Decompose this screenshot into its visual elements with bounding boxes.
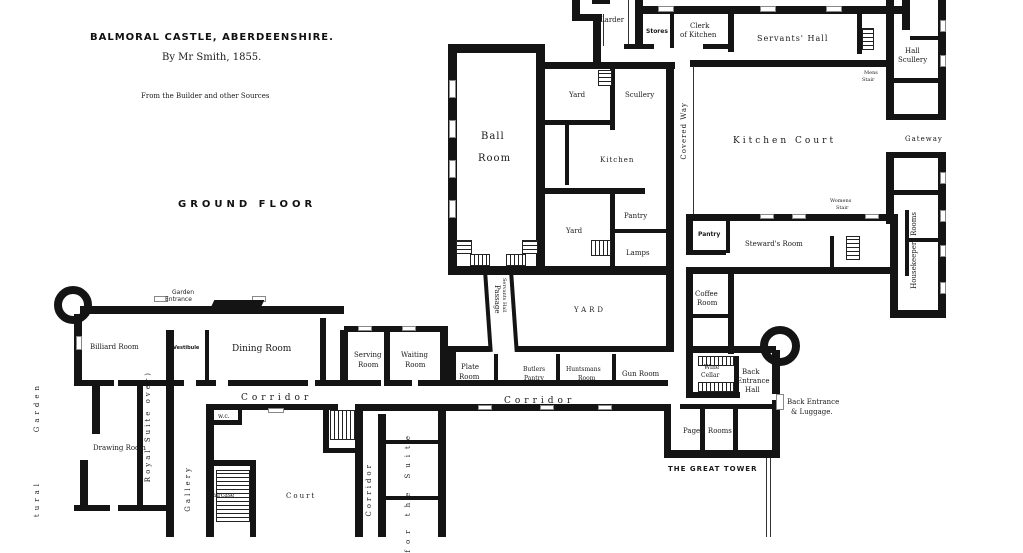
floor-label: GROUND FLOOR — [178, 199, 317, 210]
room-label-wine-1: Wine — [704, 364, 720, 371]
label-passage-2: Servants Hall — [501, 278, 507, 313]
room-label-kitchen: Kitchen — [600, 156, 635, 164]
label-garden-side: Garden — [33, 382, 41, 433]
room-label-back-entrance-hall-2: Entrance — [737, 377, 770, 385]
room-label-clerk-2: of Kitchen — [680, 31, 717, 39]
room-label-stewards-room: Steward's Room — [745, 240, 803, 248]
room-label-serving-2: Room — [358, 361, 379, 369]
label-for-the-suite: for the Suite — [404, 430, 412, 553]
room-label-ball-2: Room — [478, 153, 512, 164]
room-label-plate-1: Plate — [461, 363, 480, 371]
room-label-back-entrance-hall-3: Hall — [745, 386, 760, 394]
label-corridor-right: Corridor — [504, 396, 576, 406]
plan-source: From the Builder and other Sources — [141, 92, 270, 100]
label-royal-suite: Royal Suite over) — [144, 370, 152, 483]
room-label-wc: w.c. — [218, 413, 230, 420]
room-label-pages-rooms: Pages' Rooms — [683, 427, 732, 435]
room-label-servants-hall: Servants' Hall — [757, 34, 829, 43]
room-label-housekeepers-rooms: Housekeepers Rooms — [910, 212, 918, 289]
label-corridor-vertical: Corridor — [365, 462, 373, 517]
room-label-butlers-1: Butlers — [523, 366, 546, 373]
room-label-clerk-1: Clerk — [690, 22, 710, 30]
room-label-court: Court — [286, 492, 317, 500]
plan-byline: By Mr Smith, 1855. — [162, 52, 262, 63]
room-label-hall-scullery-2: Scullery — [898, 56, 928, 64]
room-label-yard-lower: Yard — [566, 227, 583, 235]
label-mens-stair-2: Stair — [862, 77, 875, 83]
label-garden-entrance-1: Garden — [172, 289, 194, 296]
room-label-scullery: Scullery — [625, 91, 655, 99]
room-label-vestibule: Vestibule — [173, 345, 200, 351]
room-label-yard-upper: Yard — [569, 91, 586, 99]
room-label-billiard: Billiard Room — [90, 343, 139, 351]
label-corridor-left: Corridor — [241, 393, 313, 403]
label-womens-stair-2: Stair — [836, 205, 849, 211]
room-label-pantry-right: Pantry — [698, 231, 721, 238]
label-great-tower: THE GREAT TOWER — [668, 465, 758, 473]
label-womens-stair-1: Womens — [830, 198, 852, 204]
room-label-coffee-1: Coffee — [695, 290, 718, 298]
room-label-wine-2: Cellar — [701, 372, 720, 379]
room-label-plate-2: Room — [459, 373, 480, 381]
room-label-ball-1: Ball — [481, 131, 505, 142]
room-label-stores: Stores — [646, 28, 668, 35]
room-label-larder: Larder — [600, 16, 625, 24]
label-back-entrance-luggage-2: & Luggage. — [791, 408, 833, 416]
label-kitchen-court: Kitchen Court — [733, 136, 837, 146]
label-gateway: Gateway — [905, 135, 943, 143]
label-covered-way: Covered Way — [680, 102, 688, 160]
room-label-back-entrance-hall-1: Back — [742, 368, 760, 376]
room-label-hall-scullery-1: Hall — [905, 47, 920, 55]
label-yard-big: YARD — [574, 306, 607, 314]
room-label-dining: Dining Room — [232, 344, 292, 354]
room-label-huntsmans-1: Huntsmans — [566, 366, 601, 373]
room-label-drawing: Drawing Room — [93, 444, 146, 452]
label-garden-side-2: tural — [33, 480, 41, 518]
plan-title: BALMORAL CASTLE, ABERDEENSHIRE. — [90, 32, 334, 43]
label-back-entrance-luggage-1: Back Entrance — [787, 398, 840, 406]
room-label-serving-1: Serving — [354, 351, 382, 359]
label-passage-1: Passage — [493, 285, 501, 314]
label-garden-entrance-2: Entrance — [165, 296, 192, 303]
room-label-waiting-2: Room — [405, 361, 426, 369]
room-label-butlers-2: Pantry — [524, 375, 544, 382]
room-label-pantry-left: Pantry — [624, 212, 648, 220]
label-gallery: Gallery — [184, 465, 192, 512]
room-label-waiting-1: Waiting — [401, 351, 429, 359]
room-label-lamps: Lamps — [626, 249, 650, 257]
room-label-coffee-2: Room — [697, 299, 718, 307]
room-label-huntsmans-2: Room — [578, 375, 596, 382]
room-label-staircase: Staircase — [206, 492, 235, 499]
label-mens-stair-1: Mens — [864, 70, 878, 76]
room-label-gun-room: Gun Room — [622, 370, 660, 378]
